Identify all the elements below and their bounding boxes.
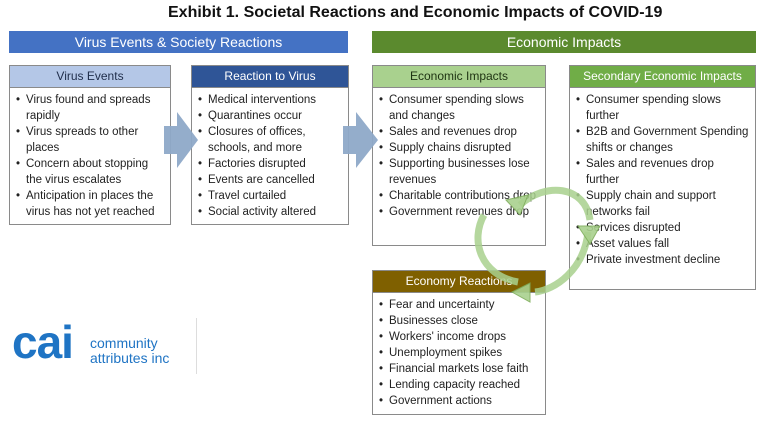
secondary-impacts-list: Consumer spending slows further B2B and … bbox=[570, 88, 755, 268]
logo-mark: cai bbox=[12, 316, 74, 368]
virus-events-box: Virus Events Virus found and spreads rap… bbox=[9, 65, 171, 225]
logo-divider bbox=[196, 318, 197, 374]
list-item: B2B and Government Spending shifts or ch… bbox=[576, 124, 749, 156]
virus-events-list: Virus found and spreads rapidly Virus sp… bbox=[10, 88, 170, 220]
list-item: Virus found and spreads rapidly bbox=[16, 92, 164, 124]
economic-impacts-heading: Economic Impacts bbox=[373, 66, 545, 88]
list-item: Social activity altered bbox=[198, 204, 342, 220]
list-item: Consumer spending slows further bbox=[576, 92, 749, 124]
page-title: Exhibit 1. Societal Reactions and Econom… bbox=[168, 4, 663, 21]
list-item: Lending capacity reached bbox=[379, 377, 539, 393]
economic-impacts-box: Economic Impacts Consumer spending slows… bbox=[372, 65, 546, 246]
list-item: Asset values fall bbox=[576, 236, 749, 252]
virus-events-heading: Virus Events bbox=[10, 66, 170, 88]
list-item: Factories disrupted bbox=[198, 156, 342, 172]
economy-reactions-list: Fear and uncertainty Businesses close Wo… bbox=[373, 293, 545, 409]
list-item: Financial markets lose faith bbox=[379, 361, 539, 377]
list-item: Closures of offices, schools, and more bbox=[198, 124, 342, 156]
list-item: Quarantines occur bbox=[198, 108, 342, 124]
list-item: Supply chain and support networks fail bbox=[576, 188, 749, 220]
reaction-to-virus-heading: Reaction to Virus bbox=[192, 66, 348, 88]
reaction-to-virus-box: Reaction to Virus Medical interventions … bbox=[191, 65, 349, 225]
logo-wordmark: community attributes inc bbox=[90, 336, 169, 366]
list-item: Events are cancelled bbox=[198, 172, 342, 188]
logo-line-1: community bbox=[90, 335, 158, 351]
banner-economic: Economic Impacts bbox=[372, 31, 756, 53]
list-item: Workers' income drops bbox=[379, 329, 539, 345]
flow-arrow-1 bbox=[164, 112, 198, 168]
reaction-to-virus-list: Medical interventions Quarantines occur … bbox=[192, 88, 348, 220]
economic-impacts-list: Consumer spending slows and changes Sale… bbox=[373, 88, 545, 220]
secondary-impacts-box: Secondary Economic Impacts Consumer spen… bbox=[569, 65, 756, 290]
list-item: Concern about stopping the virus escalat… bbox=[16, 156, 164, 188]
list-item: Virus spreads to other places bbox=[16, 124, 164, 156]
list-item: Government actions bbox=[379, 393, 539, 409]
list-item: Government revenues drop bbox=[379, 204, 539, 220]
cycle-arrows-icon bbox=[474, 186, 594, 296]
list-item: Medical interventions bbox=[198, 92, 342, 108]
logo-line-2: attributes inc bbox=[90, 350, 170, 366]
list-item: Fear and uncertainty bbox=[379, 297, 539, 313]
list-item: Supply chains disrupted bbox=[379, 140, 539, 156]
banner-society: Virus Events & Society Reactions bbox=[9, 31, 348, 53]
list-item: Travel curtailed bbox=[198, 188, 342, 204]
list-item: Sales and revenues drop further bbox=[576, 156, 749, 188]
secondary-impacts-heading: Secondary Economic Impacts bbox=[570, 66, 755, 88]
list-item: Consumer spending slows and changes bbox=[379, 92, 539, 124]
list-item: Sales and revenues drop bbox=[379, 124, 539, 140]
list-item: Services disrupted bbox=[576, 220, 749, 236]
flow-arrow-2 bbox=[343, 112, 378, 168]
list-item: Businesses close bbox=[379, 313, 539, 329]
list-item: Unemployment spikes bbox=[379, 345, 539, 361]
list-item: Charitable contributions drop bbox=[379, 188, 539, 204]
cai-logo: cai community attributes inc bbox=[8, 316, 197, 376]
list-item: Supporting businesses lose revenues bbox=[379, 156, 539, 188]
list-item: Anticipation in places the virus has not… bbox=[16, 188, 164, 220]
